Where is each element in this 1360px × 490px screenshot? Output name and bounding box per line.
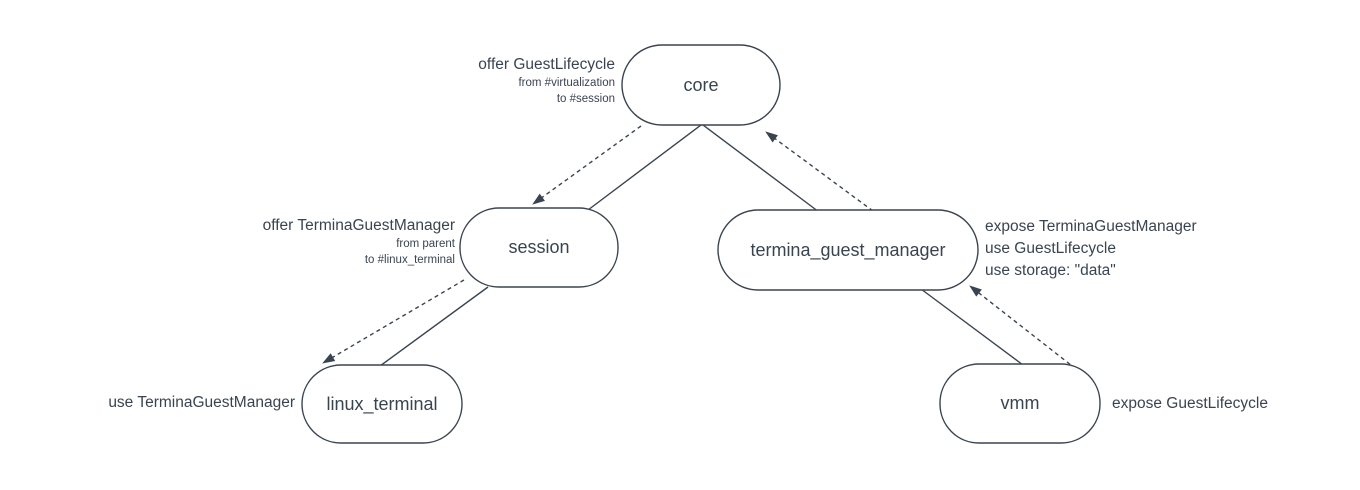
edge-core-termina-guest-manager bbox=[702, 124, 820, 213]
annotation-termina-guest-manager: expose TerminaGuestManager use GuestLife… bbox=[985, 216, 1197, 282]
annotation-session-main: offer TerminaGuestManager bbox=[262, 217, 455, 234]
annotation-linux-terminal-main: use TerminaGuestManager bbox=[108, 394, 295, 411]
annotation-core: offer GuestLifecycle from #virtualizatio… bbox=[478, 55, 615, 107]
annotation-tgm-use-lifecycle: use GuestLifecycle bbox=[985, 240, 1116, 257]
edge-expose-termina-guest-manager-to-core bbox=[765, 131, 874, 212]
annotation-core-sub-to: to #session bbox=[556, 93, 615, 105]
node-core bbox=[621, 44, 781, 126]
annotation-core-sub-from: from #virtualization bbox=[518, 77, 615, 89]
annotation-session-sub-from: from parent bbox=[396, 238, 455, 250]
annotation-core-main: offer GuestLifecycle bbox=[478, 56, 615, 73]
annotation-linux-terminal: use TerminaGuestManager bbox=[108, 393, 295, 413]
edge-termina-guest-manager-vmm bbox=[920, 288, 1024, 366]
annotation-session-sub-to: to #linux_terminal bbox=[364, 254, 455, 266]
edge-expose-vmm-to-termina-guest-manager bbox=[969, 285, 1077, 370]
annotation-tgm-use-storage: use storage: "data" bbox=[985, 262, 1116, 279]
edge-session-linux-terminal bbox=[379, 286, 489, 367]
node-termina-guest-manager bbox=[717, 209, 979, 291]
node-linux-terminal bbox=[301, 364, 463, 444]
edge-core-session bbox=[587, 124, 702, 211]
edge-offer-core-to-session bbox=[532, 125, 642, 205]
node-vmm bbox=[939, 363, 1101, 444]
edge-offer-session-to-linux-terminal bbox=[322, 279, 465, 364]
annotation-vmm: expose GuestLifecycle bbox=[1112, 394, 1268, 414]
annotation-vmm-main: expose GuestLifecycle bbox=[1112, 395, 1268, 412]
annotation-tgm-expose: expose TerminaGuestManager bbox=[985, 218, 1197, 235]
node-session bbox=[459, 207, 619, 288]
annotation-session: offer TerminaGuestManager from parent to… bbox=[263, 216, 455, 268]
